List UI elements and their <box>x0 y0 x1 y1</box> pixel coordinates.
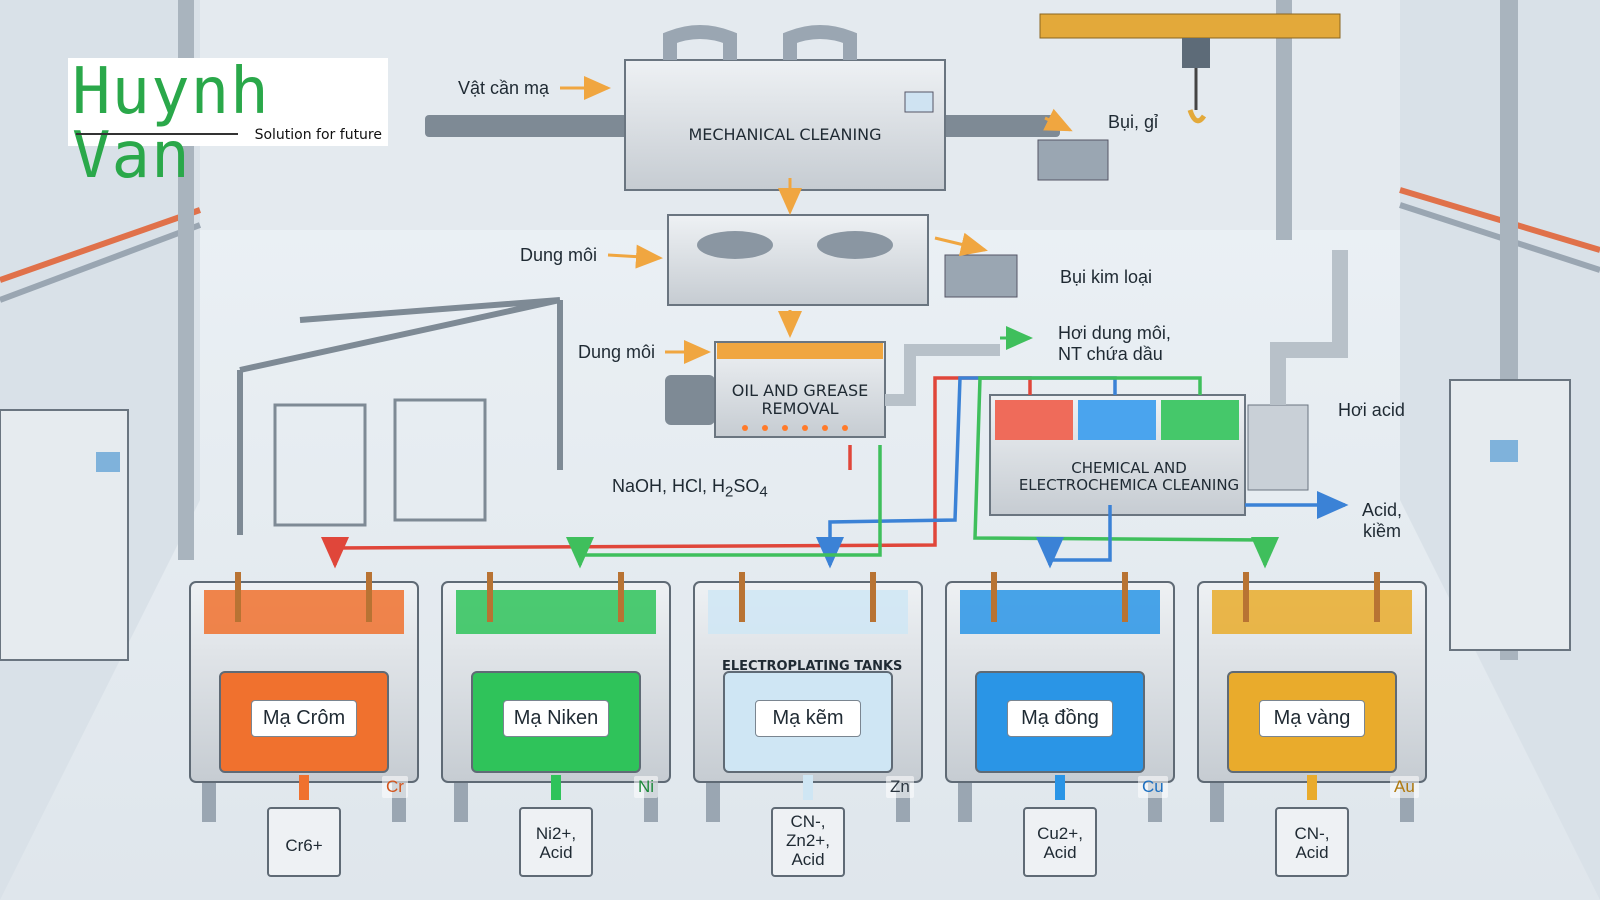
reagents-text: NaOH, HCl, H <box>612 476 726 496</box>
tank-label-ni: Mạ Niken <box>503 700 609 737</box>
reagents-tail: SO <box>733 476 760 496</box>
solvent-input-label-2: Dung môi <box>578 342 656 362</box>
mechanical-cleaning-title: MECHANICAL CLEANING <box>688 125 882 144</box>
metal-dust-output-label: Bụi kim loại <box>1060 267 1153 287</box>
overhead-crane <box>1039 13 1341 124</box>
tank-symbol-cu: Cu <box>1138 776 1168 798</box>
control-cabinets <box>0 379 1571 661</box>
electroplating-title: ELECTROPLATING TANKS <box>722 659 903 674</box>
chemical-cleaning-title: CHEMICAL AND ELECTROCHEMICA CLEANING <box>994 460 1264 494</box>
acid-alkali-line2: kiềm <box>1363 520 1402 541</box>
degreasing-title-line1: OIL AND GREASE <box>731 381 869 400</box>
tank-label-cu: Mạ đồng <box>1007 700 1113 737</box>
reagents-sub: 2 <box>725 483 734 501</box>
tank-symbol-au: Au <box>1390 776 1419 798</box>
waste-line: CN-, <box>790 812 826 831</box>
process-arrows <box>560 76 1073 364</box>
waste-line: Acid <box>1295 843 1329 863</box>
gantry-robot <box>237 297 563 535</box>
chemical-title-line1: CHEMICAL AND <box>1071 459 1187 477</box>
grinding-machine <box>667 214 1018 306</box>
solvent-input-label-1: Dung môi <box>520 245 598 265</box>
logo-brand: Huynh Van <box>72 55 270 193</box>
waste-line: Zn2+, <box>786 831 830 851</box>
tank-zn <box>693 572 923 877</box>
reagents-sub2: 4 <box>759 483 768 501</box>
waste-bin-label-au: CN-,Acid <box>1280 824 1344 862</box>
solvent-vapor-line2: NT chứa dầu <box>1058 343 1163 364</box>
logo-tagline: Solution for future <box>254 127 382 143</box>
tank-cr <box>189 572 419 877</box>
chemical-title-line2: ELECTROCHEMICA CLEANING <box>1018 475 1240 494</box>
waste-bin-label-cr: Cr6+ <box>272 836 336 855</box>
reagents-label: NaOH, HCl, H2SO4 <box>612 476 768 501</box>
tank-symbol-ni: Ni <box>634 776 659 798</box>
waste-line: Ni2+, <box>535 824 577 843</box>
acid-vapor-label: Hơi acid <box>1338 400 1405 420</box>
distribution-pipes <box>321 376 1349 569</box>
input-workpiece-label: Vật cần mạ <box>458 78 550 98</box>
rust-dust-output-label: Bụi, gỉ <box>1108 112 1159 132</box>
acid-alkali-output-label: Acid, kiềm <box>1362 500 1402 541</box>
electroplating-tanks <box>189 572 1427 877</box>
waste-line: Acid <box>1043 843 1077 863</box>
logo-rule <box>76 133 238 135</box>
tank-au <box>1197 572 1427 877</box>
tank-label-zn: Mạ kẽm <box>755 700 861 737</box>
degreasing-title-line2: REMOVAL <box>761 398 839 418</box>
tank-symbol-zn: Zn <box>886 776 914 798</box>
waste-line: Cr6+ <box>285 836 323 855</box>
waste-line: Acid <box>791 850 825 870</box>
waste-line: CN-, <box>1294 824 1330 843</box>
company-logo: Huynh Van Solution for future <box>68 58 388 188</box>
chemical-cleaning-unit <box>989 250 1348 516</box>
mechanical-cleaning-machine <box>425 25 1109 191</box>
waste-bin-label-ni: Ni2+,Acid <box>524 824 588 862</box>
solvent-vapor-output-label: Hơi dung môi, NT chứa dầu <box>1058 323 1171 364</box>
tank-label-au: Mạ vàng <box>1259 700 1365 737</box>
waste-line: Cu2+, <box>1037 824 1083 843</box>
waste-bin-label-zn: CN-,Zn2+,Acid <box>776 812 840 869</box>
waste-line: Acid <box>539 843 573 863</box>
degreasing-tank <box>665 326 1033 438</box>
waste-bin-label-cu: Cu2+,Acid <box>1028 824 1092 862</box>
tank-label-cr: Mạ Crôm <box>251 700 357 737</box>
tank-symbol-cr: Cr <box>382 776 408 798</box>
solvent-vapor-line1: Hơi dung môi, <box>1058 323 1171 343</box>
degreasing-title: OIL AND GREASE REMOVAL <box>722 382 878 418</box>
acid-alkali-line1: Acid, <box>1362 500 1403 520</box>
